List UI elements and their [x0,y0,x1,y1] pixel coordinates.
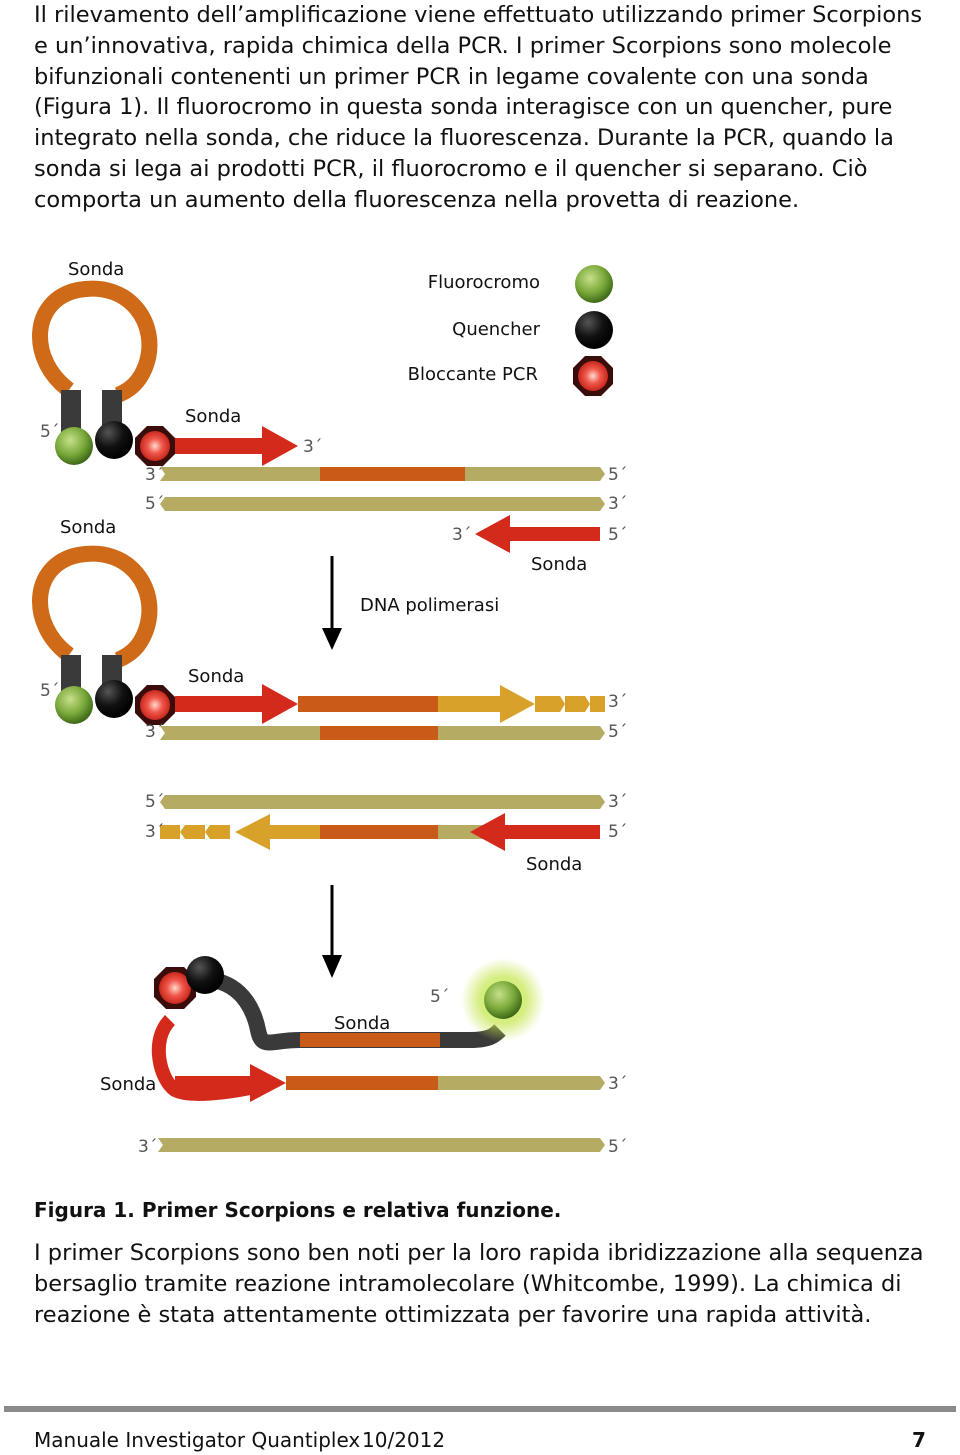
scorpions-figure: Fluorocromo Quencher Bloccante PCR Sonda… [32,259,627,1157]
svg-text:5´: 5´ [608,525,627,545]
dna-strand-bottom [160,497,605,511]
probe-label-top: Sonda [68,259,124,280]
primer-arrow [175,426,298,466]
svg-text:3´: 3´ [138,1137,157,1157]
quencher-icon [95,421,133,459]
svg-text:3´: 3´ [145,822,164,842]
svg-text:5´: 5´ [145,494,164,514]
extended-strand-bottom [160,813,600,851]
svg-text:3´: 3´ [608,792,627,812]
scorpion-hairpin-1 [32,280,158,438]
svg-text:3´: 3´ [608,494,627,514]
probe-label-5: Sonda [334,1013,390,1034]
probe-label-reverse: Sonda [531,554,587,575]
svg-text:5´: 5´ [608,822,627,842]
footer-title: Manuale Investigator Quantiplex [34,1428,361,1452]
svg-text:3´: 3´ [608,692,627,712]
legend-quencher-icon [575,311,613,349]
svg-text:5´: 5´ [40,681,59,701]
reverse-primer [475,515,600,553]
probe-label: Sonda [185,406,241,427]
process-arrow-1 [322,556,342,650]
footer-date: 10/2012 [362,1428,446,1452]
extended-strand-top [175,684,605,724]
probe-label-6: Sonda [100,1074,156,1095]
legend-quencher-label: Quencher [452,319,540,340]
legend-fluorophore-icon [575,265,613,303]
svg-text:5´: 5´ [608,722,627,742]
svg-text:3´: 3´ [608,1074,627,1094]
final-strand-top [175,1064,605,1102]
polymerase-label: DNA polimerasi [360,595,499,616]
svg-text:3´: 3´ [145,722,164,742]
intro-paragraph: Il rilevamento dell’amplificazione viene… [34,2,923,213]
footer-divider [4,1406,956,1412]
svg-text:5´: 5´ [608,465,627,485]
svg-text:3´: 3´ [145,465,164,485]
quencher-icon-bound [186,956,224,994]
page-number: 7 [912,1428,926,1452]
fluorophore-icon-released [484,981,522,1019]
svg-text:3´: 3´ [452,525,471,545]
svg-text:5´: 5´ [145,792,164,812]
final-strand-bottom [158,1138,605,1152]
probe-label-2: Sonda [60,517,116,538]
svg-text:5´: 5´ [608,1137,627,1157]
fluorophore-icon [55,427,93,465]
probe-label-3: Sonda [188,666,244,687]
probe-label-4: Sonda [526,854,582,875]
legend-blocker-label: Bloccante PCR [408,364,538,385]
svg-text:5´: 5´ [430,987,449,1007]
process-arrow-2 [322,885,342,978]
legend-fluorophore-label: Fluorocromo [428,272,540,293]
body-paragraph: I primer Scorpions sono ben noti per la … [34,1240,924,1328]
svg-text:5´: 5´ [40,422,59,442]
svg-text:3´: 3´ [303,437,322,457]
figure-caption: Figura 1. Primer Scorpions e relativa fu… [34,1198,562,1222]
blocker-icon-bound [159,972,191,1004]
